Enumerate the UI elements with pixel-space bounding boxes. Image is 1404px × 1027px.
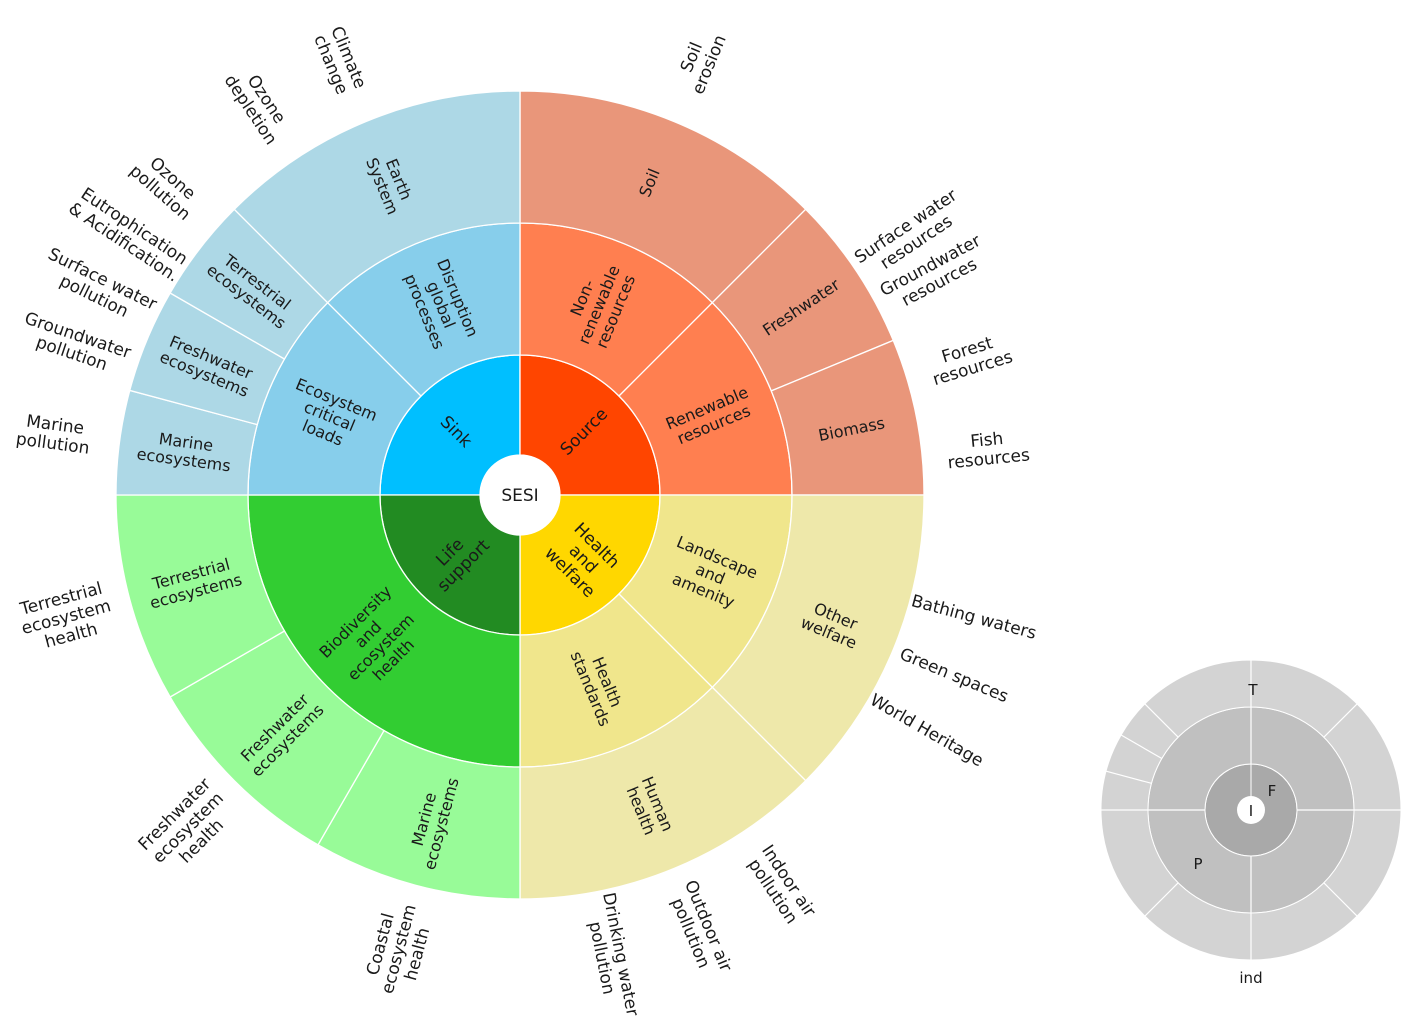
indicator-label-9: Outdoor airpollution [662, 877, 735, 982]
indicator-label-11: Coastalecosystemhealth [359, 897, 439, 1001]
legend-divider [1120, 734, 1163, 760]
legend-label-inner: F [1268, 782, 1277, 800]
indicator-label-20: Climatechange [309, 23, 370, 98]
legend-label-middle: P [1193, 855, 1202, 873]
indicator-label-19: Ozonedepletion [220, 61, 297, 149]
indicator-label-8: Indoor airpollution [741, 841, 819, 931]
center-circle [480, 455, 560, 535]
indicator-label-3: Forestresources [925, 329, 1015, 390]
legend-divider [1323, 882, 1358, 917]
legend-divider [1144, 882, 1179, 917]
legend-label-center: I [1249, 802, 1253, 820]
legend-label-indicator: ind [1239, 969, 1262, 987]
legend-divider [1323, 703, 1358, 738]
outer-ring-segment-earth-system [233, 90, 521, 304]
indicator-label-13: Terrestrialecosystemhealth [14, 578, 118, 658]
outer-ring-label-other-welfare: Otherwelfare [798, 596, 867, 653]
indicator-label-15: Groundwaterpollution [16, 309, 134, 382]
indicator-label-18: Ozonepollution [125, 147, 206, 225]
indicator-label-7: World Heritage [866, 690, 986, 771]
indicator-label-5: Bathing waters [909, 591, 1038, 644]
inner-ring-label-health-welfare: Healthandwelfare [540, 517, 625, 602]
indicator-label-0: Soilerosion [671, 25, 731, 97]
indicator-label-12: Freshwaterecosystemhealth [135, 774, 242, 881]
center-label: SESI [501, 486, 538, 506]
indicator-label-6: Green spaces [897, 644, 1012, 707]
legend-divider [1144, 703, 1179, 738]
indicator-label-14: Marinepollution [15, 410, 93, 458]
legend-label-outer: T [1247, 681, 1258, 699]
legend-divider [1105, 770, 1152, 784]
indicator-label-10: Drinking waterpollution [579, 891, 642, 1022]
indicator-label-4: Fishresources [945, 426, 1031, 473]
legend-center-circle [1237, 796, 1265, 824]
